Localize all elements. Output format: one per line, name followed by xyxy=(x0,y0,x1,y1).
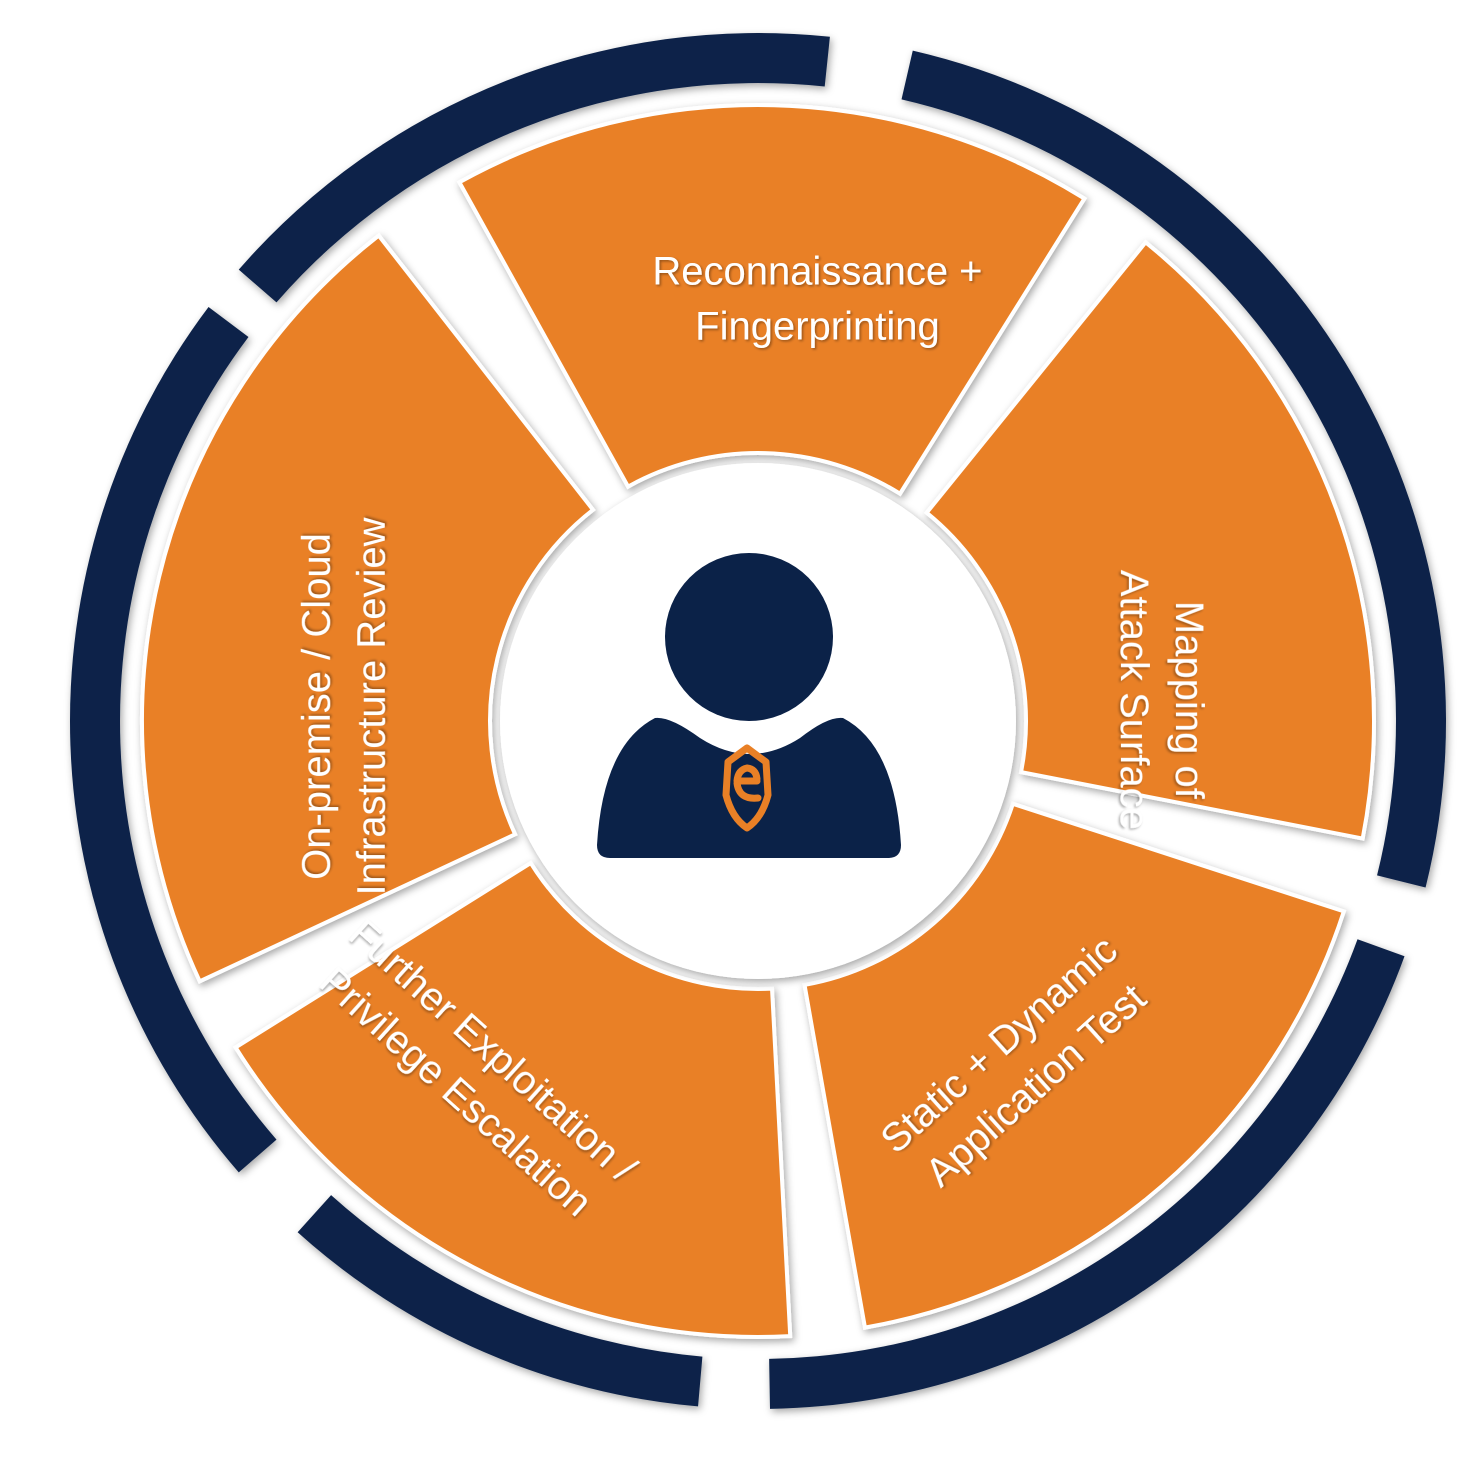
segment-label-line: Mapping of xyxy=(1167,601,1211,800)
segment-label-mapping: Mapping ofAttack Surface xyxy=(1112,570,1211,830)
shield-e-badge-icon xyxy=(722,744,772,832)
outer-ring-arc xyxy=(297,1195,703,1407)
segment-label-line: Fingerprinting xyxy=(695,305,940,349)
outer-ring-arc xyxy=(901,50,1446,888)
segment-label-line: Attack Surface xyxy=(1112,570,1156,830)
center-hub xyxy=(500,463,1016,979)
segment-label-line: On-premise / Cloud xyxy=(295,533,339,880)
outer-ring-arc xyxy=(69,306,277,1173)
segment-label-line: Reconnaissance + xyxy=(652,250,982,294)
outer-ring-arc xyxy=(769,939,1405,1409)
center-circle xyxy=(500,463,1016,979)
segments xyxy=(140,103,1376,1339)
segment-mapping xyxy=(923,239,1376,841)
segment-label-line: Infrastructure Review xyxy=(350,517,394,895)
segment-recon xyxy=(456,103,1088,497)
person-body-icon xyxy=(597,717,901,858)
outer-ring xyxy=(69,33,1446,1409)
segment-sast-dast xyxy=(802,801,1347,1330)
segment-exploitation xyxy=(232,860,793,1339)
segment-label-recon: Reconnaissance + Fingerprinting xyxy=(652,250,982,349)
segment-infra xyxy=(140,232,596,984)
outer-ring-arc xyxy=(238,33,830,303)
person-head-icon xyxy=(665,553,833,721)
person-with-shield-badge-icon xyxy=(597,553,901,858)
